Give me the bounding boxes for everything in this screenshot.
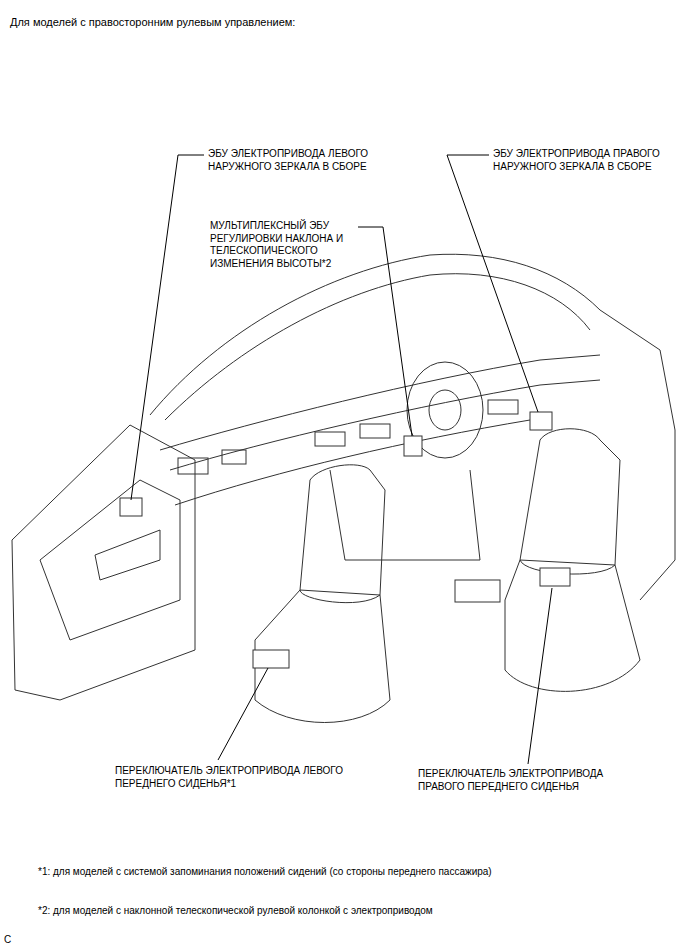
seat-switch (540, 568, 570, 586)
leader-line (528, 588, 552, 764)
ecu-part (404, 436, 422, 456)
part-name: ПЕРЕКЛЮЧАТЕЛЬ ЭЛЕКТРОПРИВОДА ПРАВОГО ПЕР… (418, 768, 648, 793)
windshield-line (165, 274, 590, 420)
mirror-ecu (120, 498, 142, 516)
right-seat-back (520, 429, 620, 574)
label-slot: Для моделей с правосторонним рулевым упр… (10, 15, 610, 29)
air-vent (360, 424, 390, 438)
label-slot: *1: для моделей с системой запоминания п… (38, 866, 498, 879)
air-vent (222, 450, 246, 464)
footnote: *1: для моделей с системой запоминания п… (38, 866, 498, 879)
footnote: *2: для моделей с наклонной телескопичес… (38, 905, 558, 918)
leader-line (131, 155, 204, 500)
part-name: ЭБУ ЭЛЕКТРОПРИВОДА ПРАВОГО НАРУЖНОГО ЗЕР… (493, 148, 681, 173)
console-switch (455, 580, 500, 602)
label-slot: *2: для моделей с наклонной телескопичес… (38, 905, 558, 918)
label-slot: ЭБУ ЭЛЕКТРОПРИВОДА ЛЕВОГО НАРУЖНОГО ЗЕРК… (208, 148, 393, 173)
seat-switch (253, 650, 289, 668)
steering-wheel (429, 390, 461, 430)
leader-line (447, 155, 538, 412)
label-slot: МУЛЬТИПЛЕКСНЫЙ ЭБУ РЕГУЛИРОВКИ НАКЛОНА И… (210, 220, 360, 270)
dashboard-outline (170, 380, 600, 470)
label-slot: C (4, 934, 24, 947)
part-name: МУЛЬТИПЛЕКСНЫЙ ЭБУ РЕГУЛИРОВКИ НАКЛОНА И… (210, 220, 360, 270)
dashboard-outline (160, 355, 600, 450)
center-console (330, 470, 480, 560)
mirror-ecu (530, 412, 552, 430)
left-door (12, 425, 195, 700)
air-vent (315, 432, 345, 446)
diagram-title: Для моделей с правосторонним рулевым упр… (10, 15, 610, 29)
right-seat-cushion (505, 560, 640, 691)
windshield-line (150, 254, 600, 415)
part-name: ЭБУ ЭЛЕКТРОПРИВОДА ЛЕВОГО НАРУЖНОГО ЗЕРК… (208, 148, 393, 173)
part-name: ПЕРЕКЛЮЧАТЕЛЬ ЭЛЕКТРОПРИВОДА ЛЕВОГО ПЕРЕ… (115, 765, 345, 790)
door-trim (40, 480, 180, 640)
dashboard-outline (175, 420, 530, 505)
left-seat-back (300, 465, 385, 603)
label-slot: ЭБУ ЭЛЕКТРОПРИВОДА ПРАВОГО НАРУЖНОГО ЗЕР… (493, 148, 681, 173)
label-slot: ПЕРЕКЛЮЧАТЕЛЬ ЭЛЕКТРОПРИВОДА ПРАВОГО ПЕР… (418, 768, 648, 793)
air-vent (178, 458, 208, 474)
air-vent (488, 400, 518, 414)
label-slot: ПЕРЕКЛЮЧАТЕЛЬ ЭЛЕКТРОПРИВОДА ЛЕВОГО ПЕРЕ… (115, 765, 345, 790)
leader-line (218, 668, 268, 760)
figure-code: C (4, 934, 24, 947)
door-handle (95, 530, 160, 580)
leader-line (358, 227, 412, 436)
right-door (600, 310, 675, 600)
